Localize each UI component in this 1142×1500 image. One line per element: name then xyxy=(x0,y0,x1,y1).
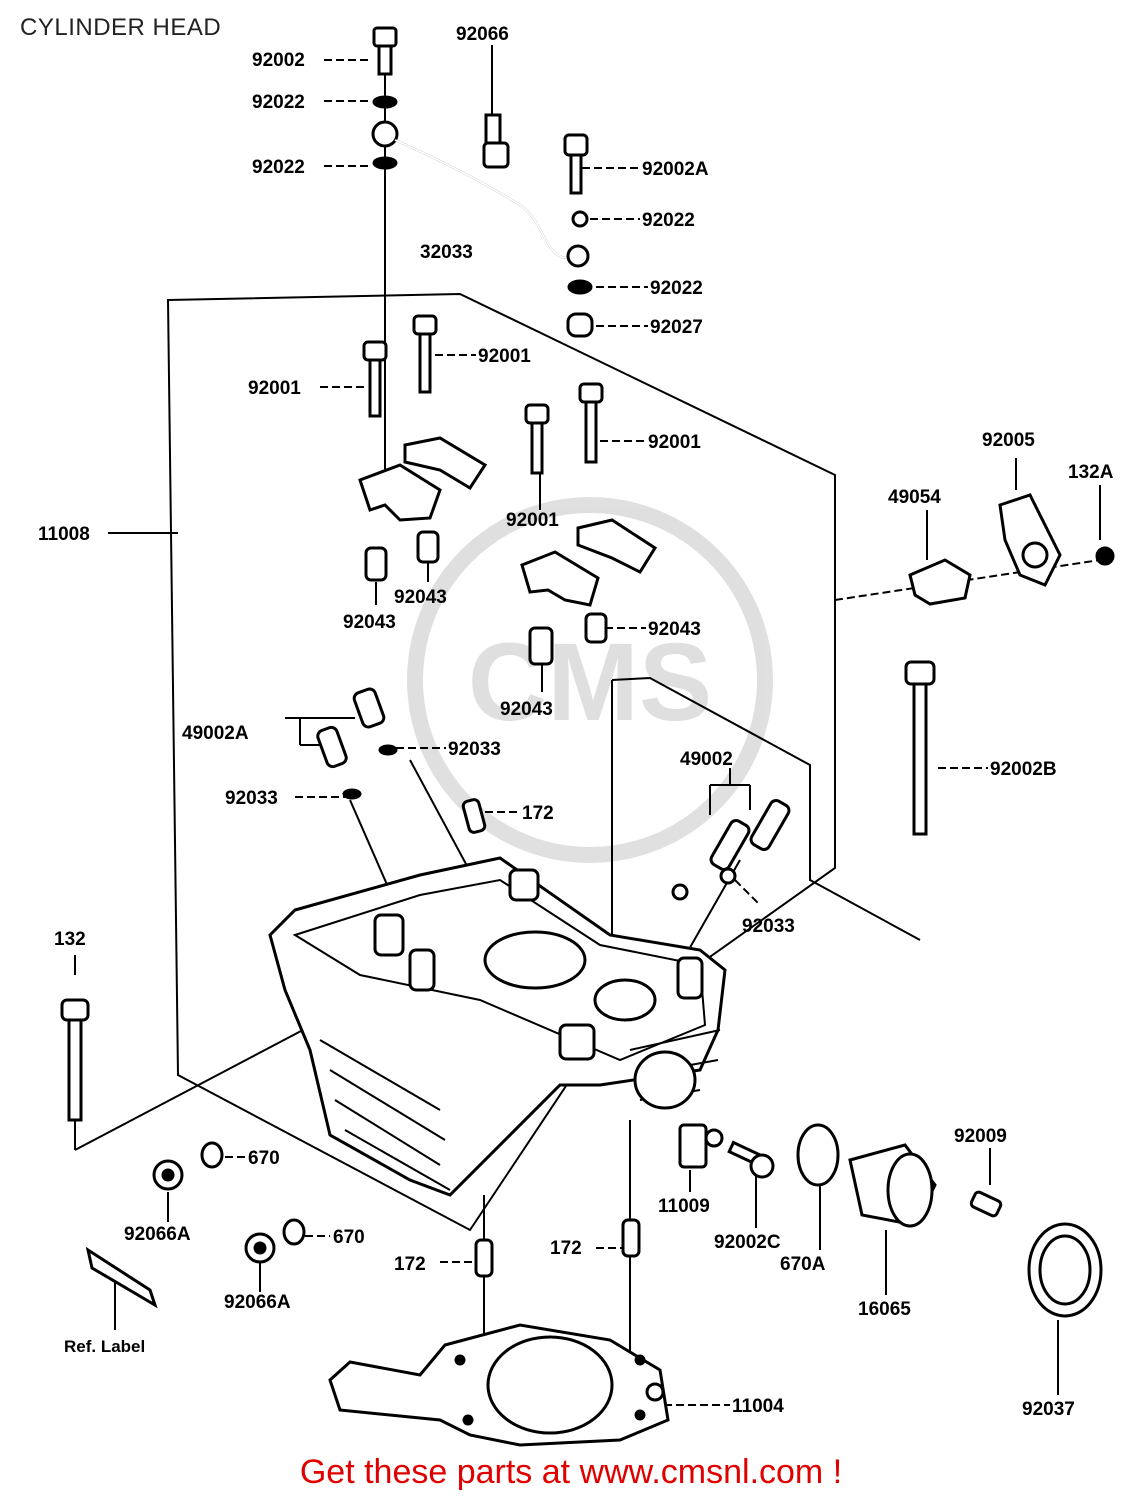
dowel-92043-b-icon xyxy=(416,530,440,564)
bolt-92002C-icon xyxy=(727,1140,775,1179)
label-92009: 92009 xyxy=(954,1126,1007,1147)
cap-92027-icon xyxy=(566,312,594,338)
footer-link-text[interactable]: Get these parts at www.cmsnl.com ! xyxy=(299,1453,843,1491)
label-49002A: 49002A xyxy=(182,723,249,744)
plug-92066A-b-icon xyxy=(244,1232,276,1264)
label-92066A-a: 92066A xyxy=(124,1224,191,1245)
label-92022-c: 92022 xyxy=(642,210,695,231)
cam-cap-1-icon xyxy=(358,436,488,522)
label-670-a: 670 xyxy=(248,1148,280,1169)
clamp-92037-icon xyxy=(1027,1222,1103,1318)
bolt-92002B-icon xyxy=(904,660,936,836)
label-670-b: 670 xyxy=(333,1227,365,1248)
oring-670A-icon xyxy=(796,1123,840,1187)
diagram-title: CYLINDER HEAD xyxy=(20,14,222,41)
dowel-92043-c-icon xyxy=(584,612,608,644)
bolt-92001-c-icon xyxy=(578,382,604,464)
label-92002A: 92002A xyxy=(642,159,709,180)
cam-cap-2-icon xyxy=(520,518,658,607)
washer-92022-d-icon xyxy=(567,279,593,295)
label-49054: 49054 xyxy=(888,487,941,508)
seal-92033-c-icon xyxy=(719,867,737,885)
bolt-132A-icon xyxy=(1095,546,1115,566)
oring-670-a-icon xyxy=(200,1141,224,1169)
dowel-172-b-icon xyxy=(474,1238,494,1278)
label-11009: 11009 xyxy=(658,1196,710,1217)
dowel-92043-d-icon xyxy=(528,626,554,666)
label-92066A-b: 92066A xyxy=(224,1292,291,1313)
oring-670-b-icon xyxy=(282,1218,306,1246)
label-92043-c: 92043 xyxy=(648,619,701,640)
dowel-92043-a-icon xyxy=(364,546,388,582)
part-labels: 92002 92022 92022 92066 92002A 92022 320… xyxy=(38,24,1114,1420)
label-92043-a: 92043 xyxy=(394,587,447,608)
label-11004: 11004 xyxy=(732,1396,784,1417)
label-172-b: 172 xyxy=(394,1254,426,1275)
parts xyxy=(60,26,1115,1447)
dowel-172-c-icon xyxy=(621,1218,641,1258)
label-132: 132 xyxy=(54,929,86,950)
valve-49002A-icon xyxy=(316,687,386,769)
label-16065: 16065 xyxy=(858,1299,911,1320)
label-32033: 32033 xyxy=(420,242,473,263)
label-92002C: 92002C xyxy=(714,1232,781,1253)
cylinder-head-diagram: CMS xyxy=(38,24,1115,1447)
bolt-92002A-icon xyxy=(563,133,589,195)
valve-49002-icon xyxy=(709,799,791,871)
label-92033-b: 92033 xyxy=(225,788,278,809)
bolt-92001-b-icon xyxy=(362,340,388,418)
label-92002B: 92002B xyxy=(990,759,1057,780)
label-ref-label: Ref. Label xyxy=(64,1337,145,1356)
gasket-11009-icon xyxy=(678,1123,724,1169)
label-92033-a: 92033 xyxy=(448,739,501,760)
label-leaders xyxy=(108,59,988,1406)
seal-92033-d-icon xyxy=(671,883,689,901)
dowel-172-a-icon xyxy=(461,798,487,834)
bolt-132-icon xyxy=(60,998,90,1122)
washer-92022-b-icon xyxy=(372,156,398,170)
label-92043-d: 92043 xyxy=(500,699,553,720)
bolt-92002-icon xyxy=(372,26,398,76)
cylinder-head-icon xyxy=(268,856,727,1197)
seal-92033-b-icon xyxy=(342,788,362,800)
label-92001-b: 92001 xyxy=(248,378,301,399)
sensor-49054-icon xyxy=(908,558,972,606)
label-11008: 11008 xyxy=(38,524,90,545)
washer-92022-c-icon xyxy=(571,210,589,228)
label-92022-a: 92022 xyxy=(252,92,305,113)
ref-label-icon xyxy=(85,1246,158,1309)
label-92022-b: 92022 xyxy=(252,157,305,178)
label-49002: 49002 xyxy=(680,749,733,770)
carb-holder-16065-icon xyxy=(848,1143,937,1228)
oil-pipe-32033-icon xyxy=(371,120,590,268)
label-92043-b: 92043 xyxy=(343,612,396,633)
label-92022-d: 92022 xyxy=(650,278,703,299)
label-670A: 670A xyxy=(780,1254,826,1275)
label-172-c: 172 xyxy=(550,1238,582,1259)
label-92066: 92066 xyxy=(456,24,509,45)
washer-92022-a-icon xyxy=(372,95,398,109)
label-92027: 92027 xyxy=(650,317,703,338)
label-92005: 92005 xyxy=(982,430,1035,451)
bolt-92001-d-icon xyxy=(524,403,550,475)
label-92002: 92002 xyxy=(252,50,305,71)
head-gasket-11004-icon xyxy=(328,1323,670,1447)
bolt-92001-a-icon xyxy=(412,314,438,394)
seal-92033-a-icon xyxy=(378,744,398,756)
plug-92066-icon xyxy=(482,113,510,169)
plug-92066A-a-icon xyxy=(152,1159,184,1191)
label-92001-d: 92001 xyxy=(506,510,559,531)
screw-92009-icon xyxy=(969,1190,1003,1218)
label-92001-a: 92001 xyxy=(478,346,531,367)
holder-92005-icon xyxy=(998,493,1062,587)
label-172-a: 172 xyxy=(522,803,554,824)
label-92001-c: 92001 xyxy=(648,432,701,453)
label-92037: 92037 xyxy=(1022,1399,1075,1420)
label-132A: 132A xyxy=(1068,462,1114,483)
label-92033-c: 92033 xyxy=(742,916,795,937)
